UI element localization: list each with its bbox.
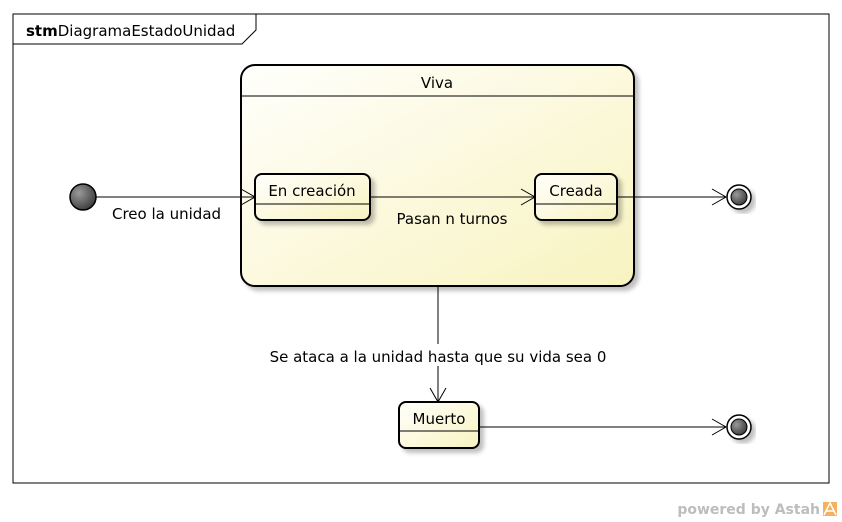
state-creada-label: Creada — [549, 182, 602, 200]
transition-creada-to-final[interactable] — [617, 188, 728, 206]
transition-initial-to-en-creacion[interactable] — [96, 188, 257, 206]
state-muerto-label: Muerto — [413, 410, 466, 428]
transition-label-ataque: Se ataca a la unidad hasta que su vida s… — [270, 348, 607, 366]
diagram-frame: stmDiagramaEstadoUnidad — [12, 13, 830, 484]
transition-label-bg — [262, 344, 614, 366]
final-state-1[interactable] — [726, 184, 752, 210]
state-en-creacion-label: En creación — [268, 182, 355, 200]
initial-pseudostate[interactable] — [69, 183, 97, 211]
transition-label-creo: Creo la unidad — [112, 205, 221, 223]
transition-label-pasan: Pasan n turnos — [397, 210, 508, 228]
frame-keyword: stm — [26, 22, 58, 40]
frame-name: DiagramaEstadoUnidad — [58, 22, 236, 40]
frame-title: stmDiagramaEstadoUnidad — [26, 22, 235, 40]
state-viva-label: Viva — [421, 74, 453, 92]
transition-muerto-to-final[interactable] — [479, 418, 728, 436]
powered-by-label: powered by Astah — [677, 502, 820, 518]
state-muerto[interactable] — [398, 401, 480, 449]
final-state-2[interactable] — [726, 414, 752, 440]
astah-logo-icon — [823, 501, 837, 516]
